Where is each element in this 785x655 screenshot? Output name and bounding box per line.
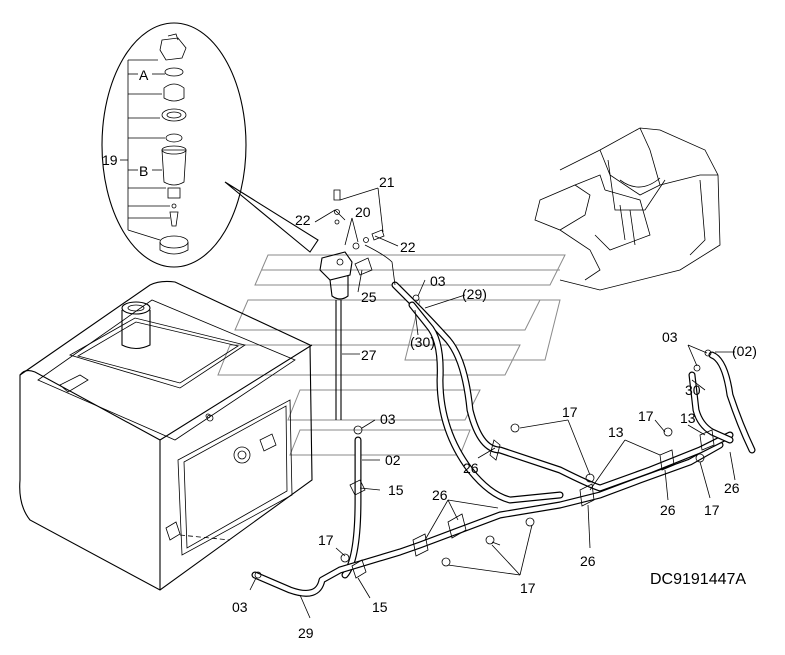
callout-17-bottom: 17 xyxy=(520,580,536,596)
callout-17-left: 17 xyxy=(318,532,334,548)
callout-03-bottom: 03 xyxy=(232,599,248,615)
callout-22-right: 22 xyxy=(400,239,416,255)
callout-30-ref: (30) xyxy=(410,334,435,350)
callout-labels: 21 20 22 22 25 03 (29) (30) 27 03 02 15 … xyxy=(232,174,757,641)
callout-17-right: 17 xyxy=(638,408,654,424)
fuel-filter-assembly xyxy=(319,189,385,420)
callout-17-center: 17 xyxy=(562,404,578,420)
callout-13-right: 13 xyxy=(680,410,696,426)
callout-02-ref: (02) xyxy=(732,343,757,359)
callout-26-lower: 26 xyxy=(432,487,448,503)
callout-26-right-a: 26 xyxy=(660,502,676,518)
label-19: 19 xyxy=(102,152,118,168)
callout-25: 25 xyxy=(361,289,377,305)
callout-26-bottom: 26 xyxy=(580,553,596,569)
diagram-code: DC9191447A xyxy=(650,571,746,588)
callout-27: 27 xyxy=(361,347,377,363)
label-a: A xyxy=(139,67,149,83)
inset-text: A B 19 xyxy=(102,67,149,179)
inset-filter-detail xyxy=(101,22,319,268)
callout-15-upper: 15 xyxy=(388,482,404,498)
callout-30: 30 xyxy=(685,382,701,398)
callout-20: 20 xyxy=(355,204,371,220)
clamps-and-bolts xyxy=(254,294,715,579)
callout-29-ref: (29) xyxy=(462,286,487,302)
callout-22-left: 22 xyxy=(295,212,311,228)
callout-21: 21 xyxy=(379,174,395,190)
fuel-hoses xyxy=(251,244,756,597)
callout-13-left: 13 xyxy=(608,424,624,440)
leader-lines xyxy=(249,187,736,619)
callout-15-lower: 15 xyxy=(372,599,388,615)
excavator-outline xyxy=(534,127,721,291)
callout-03-middle: 03 xyxy=(380,411,396,427)
label-b: B xyxy=(139,163,148,179)
callout-29: 29 xyxy=(298,625,314,641)
callout-26-center: 26 xyxy=(463,460,479,476)
callout-02: 02 xyxy=(385,452,401,468)
callout-17-far-right: 17 xyxy=(704,502,720,518)
callout-03-right: 03 xyxy=(662,329,678,345)
callout-03-top: 03 xyxy=(430,273,446,289)
callout-26-right-b: 26 xyxy=(724,480,740,496)
fuel-tank xyxy=(19,280,313,591)
